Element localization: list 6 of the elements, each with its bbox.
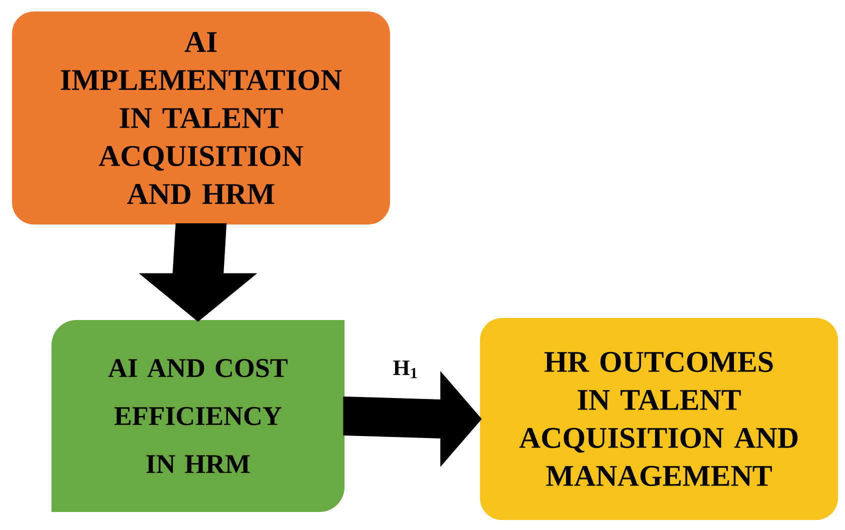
rounded-box: HR OUTCOMES IN TALENT ACQUISITION AND MANAGEMENT <box>480 318 838 520</box>
block-arrow <box>343 370 482 468</box>
edge-label: H$_{1}$ <box>393 360 417 378</box>
block-arrow <box>138 223 258 322</box>
rounded-box: AI IMPLEMENTATION IN TALENT ACQUISITION AND HRM <box>12 12 390 224</box>
process-box: AI AND COST EFFICIENCY IN HRM <box>52 320 344 512</box>
